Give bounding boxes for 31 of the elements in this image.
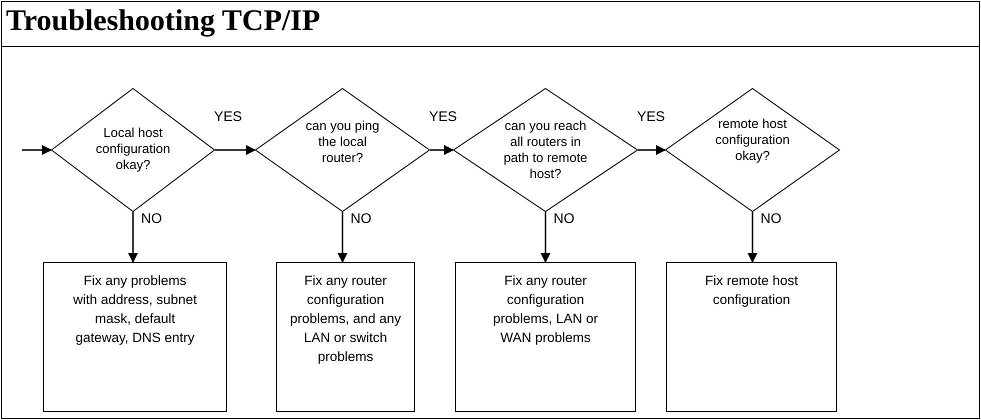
decision-diamond [665, 88, 840, 212]
edge-label: YES [428, 108, 458, 124]
edge-label: NO [760, 210, 782, 226]
edge-label: NO [350, 210, 372, 226]
arrow [215, 145, 256, 155]
action-box [43, 262, 227, 412]
action-box [276, 262, 415, 412]
question-text: can you ping the local router? [304, 118, 380, 166]
question-text: can you reach all routers in path to remote host? [502, 118, 588, 182]
action-box [666, 262, 837, 412]
action-text: Fix any problems with address, subnet mask, default gateway, DNS entry [72, 272, 198, 347]
question-text: remote host configuration okay? [714, 116, 791, 164]
question-text: Local host configuration okay? [94, 125, 172, 173]
arrow [748, 212, 758, 263]
decision-diamond [51, 88, 215, 212]
decision-diamond [255, 88, 430, 212]
edge-label: YES [636, 108, 666, 124]
action-text: Fix any router configuration problems, LAN or WAN problems [492, 272, 600, 347]
action-text: Fix any router configuration problems, and any LAN or switch problems [288, 272, 402, 366]
action-box [455, 262, 636, 412]
action-text: Fix remote host configuration [704, 272, 800, 309]
arrow [22, 145, 52, 155]
edge-label: NO [140, 210, 163, 226]
title: Troubleshooting TCP/IP [6, 4, 320, 38]
arrow [430, 145, 454, 155]
arrow [638, 145, 666, 155]
edge-label: YES [213, 108, 244, 124]
arrow [338, 212, 348, 263]
arrow [540, 212, 550, 263]
edge-label: NO [552, 210, 576, 226]
arrow [128, 212, 138, 263]
